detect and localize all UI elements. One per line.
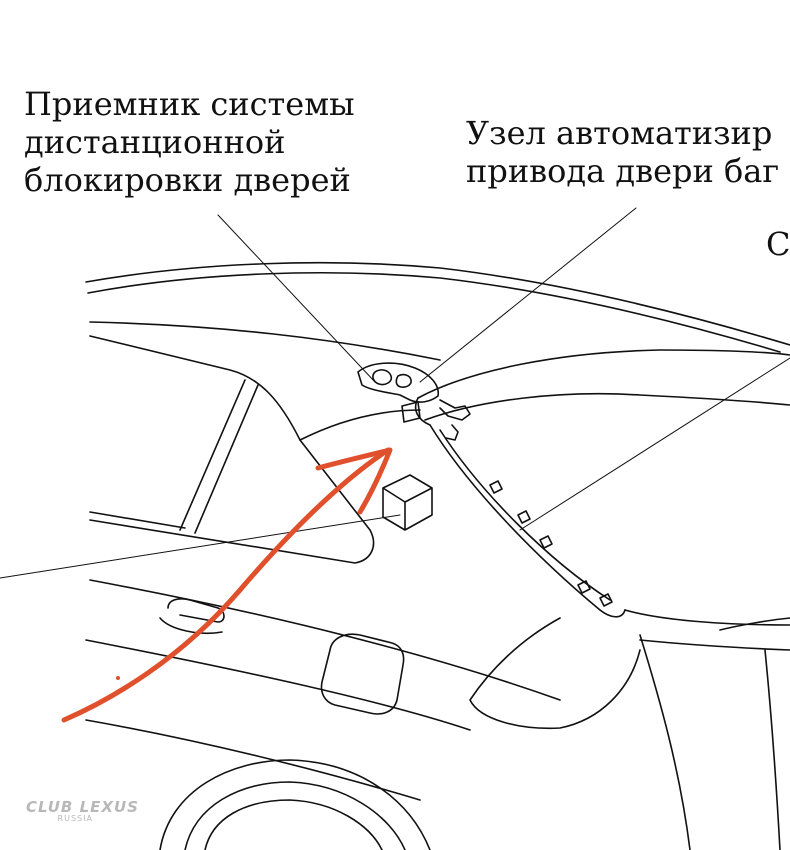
receiver-label-line-1: Приемник системы <box>24 85 355 123</box>
partial-label: С <box>766 225 790 263</box>
receiver-label-line-2: дистанционной <box>24 123 286 161</box>
fuel-door <box>320 633 405 715</box>
door-handle <box>167 598 225 623</box>
wheel-arch-inner <box>184 781 406 850</box>
actuator-label-line-1: Узел автоматизир <box>466 114 773 152</box>
roof-outline <box>85 261 790 346</box>
receiver-label: Приемник системы дистанционной блокировк… <box>24 85 355 199</box>
watermark: CLUB LEXUS RUSSIA <box>26 798 139 823</box>
window-pillar <box>179 379 246 531</box>
rear-panel <box>639 634 691 850</box>
red-arrow-head <box>315 447 393 515</box>
wheel-arch-lip <box>204 799 383 850</box>
leader-actuator <box>419 207 637 383</box>
watermark-line-2: RUSSIA <box>57 814 93 823</box>
leader-partial <box>519 357 790 531</box>
watermark-line-1: CLUB LEXUS <box>26 798 139 816</box>
actuator-assembly <box>357 362 440 403</box>
leader-receiver <box>217 214 376 383</box>
spoiler-tab-1 <box>489 480 503 494</box>
leader-left <box>0 514 401 579</box>
receiver-module <box>382 474 433 531</box>
receiver-label-line-3: блокировки дверей <box>24 161 351 199</box>
roof-lower-line <box>89 321 441 361</box>
spoiler-tab-3 <box>539 535 553 549</box>
window-pillar-inner <box>194 384 259 534</box>
actuator-label: Узел автоматизир привода двери баг <box>466 114 779 190</box>
rear-panel-right <box>764 649 781 850</box>
roof-inner-line <box>87 271 781 353</box>
wheel-arch-outer <box>159 759 431 850</box>
tail-light <box>469 617 641 730</box>
spoiler-tab-2 <box>517 510 531 524</box>
c-pillar-edge <box>299 409 421 441</box>
actuator-bracket-2 <box>445 424 459 441</box>
trunk-lid-edge <box>414 397 431 426</box>
door-handle-recess <box>159 617 223 635</box>
actuator-detail <box>372 369 393 386</box>
rear-deck-line <box>719 617 790 631</box>
trunk-lid <box>417 349 790 399</box>
window-frame-inner <box>89 511 186 529</box>
rear-deck <box>624 609 790 626</box>
actuator-label-line-2: привода двери баг <box>466 152 780 190</box>
trunk-lid-lower <box>424 392 790 421</box>
actuator-box <box>401 401 421 423</box>
spoiler-tab-4 <box>577 580 591 594</box>
spoiler-strip <box>429 424 626 618</box>
body-beltline <box>85 639 471 731</box>
spoiler-tab-5 <box>599 593 613 607</box>
red-dot <box>116 676 120 680</box>
body-shoulder-line <box>89 579 561 701</box>
actuator-bracket <box>439 399 471 421</box>
red-arrow-shaft <box>61 447 391 723</box>
actuator-detail-2 <box>395 373 412 388</box>
bumper-top <box>639 639 790 651</box>
